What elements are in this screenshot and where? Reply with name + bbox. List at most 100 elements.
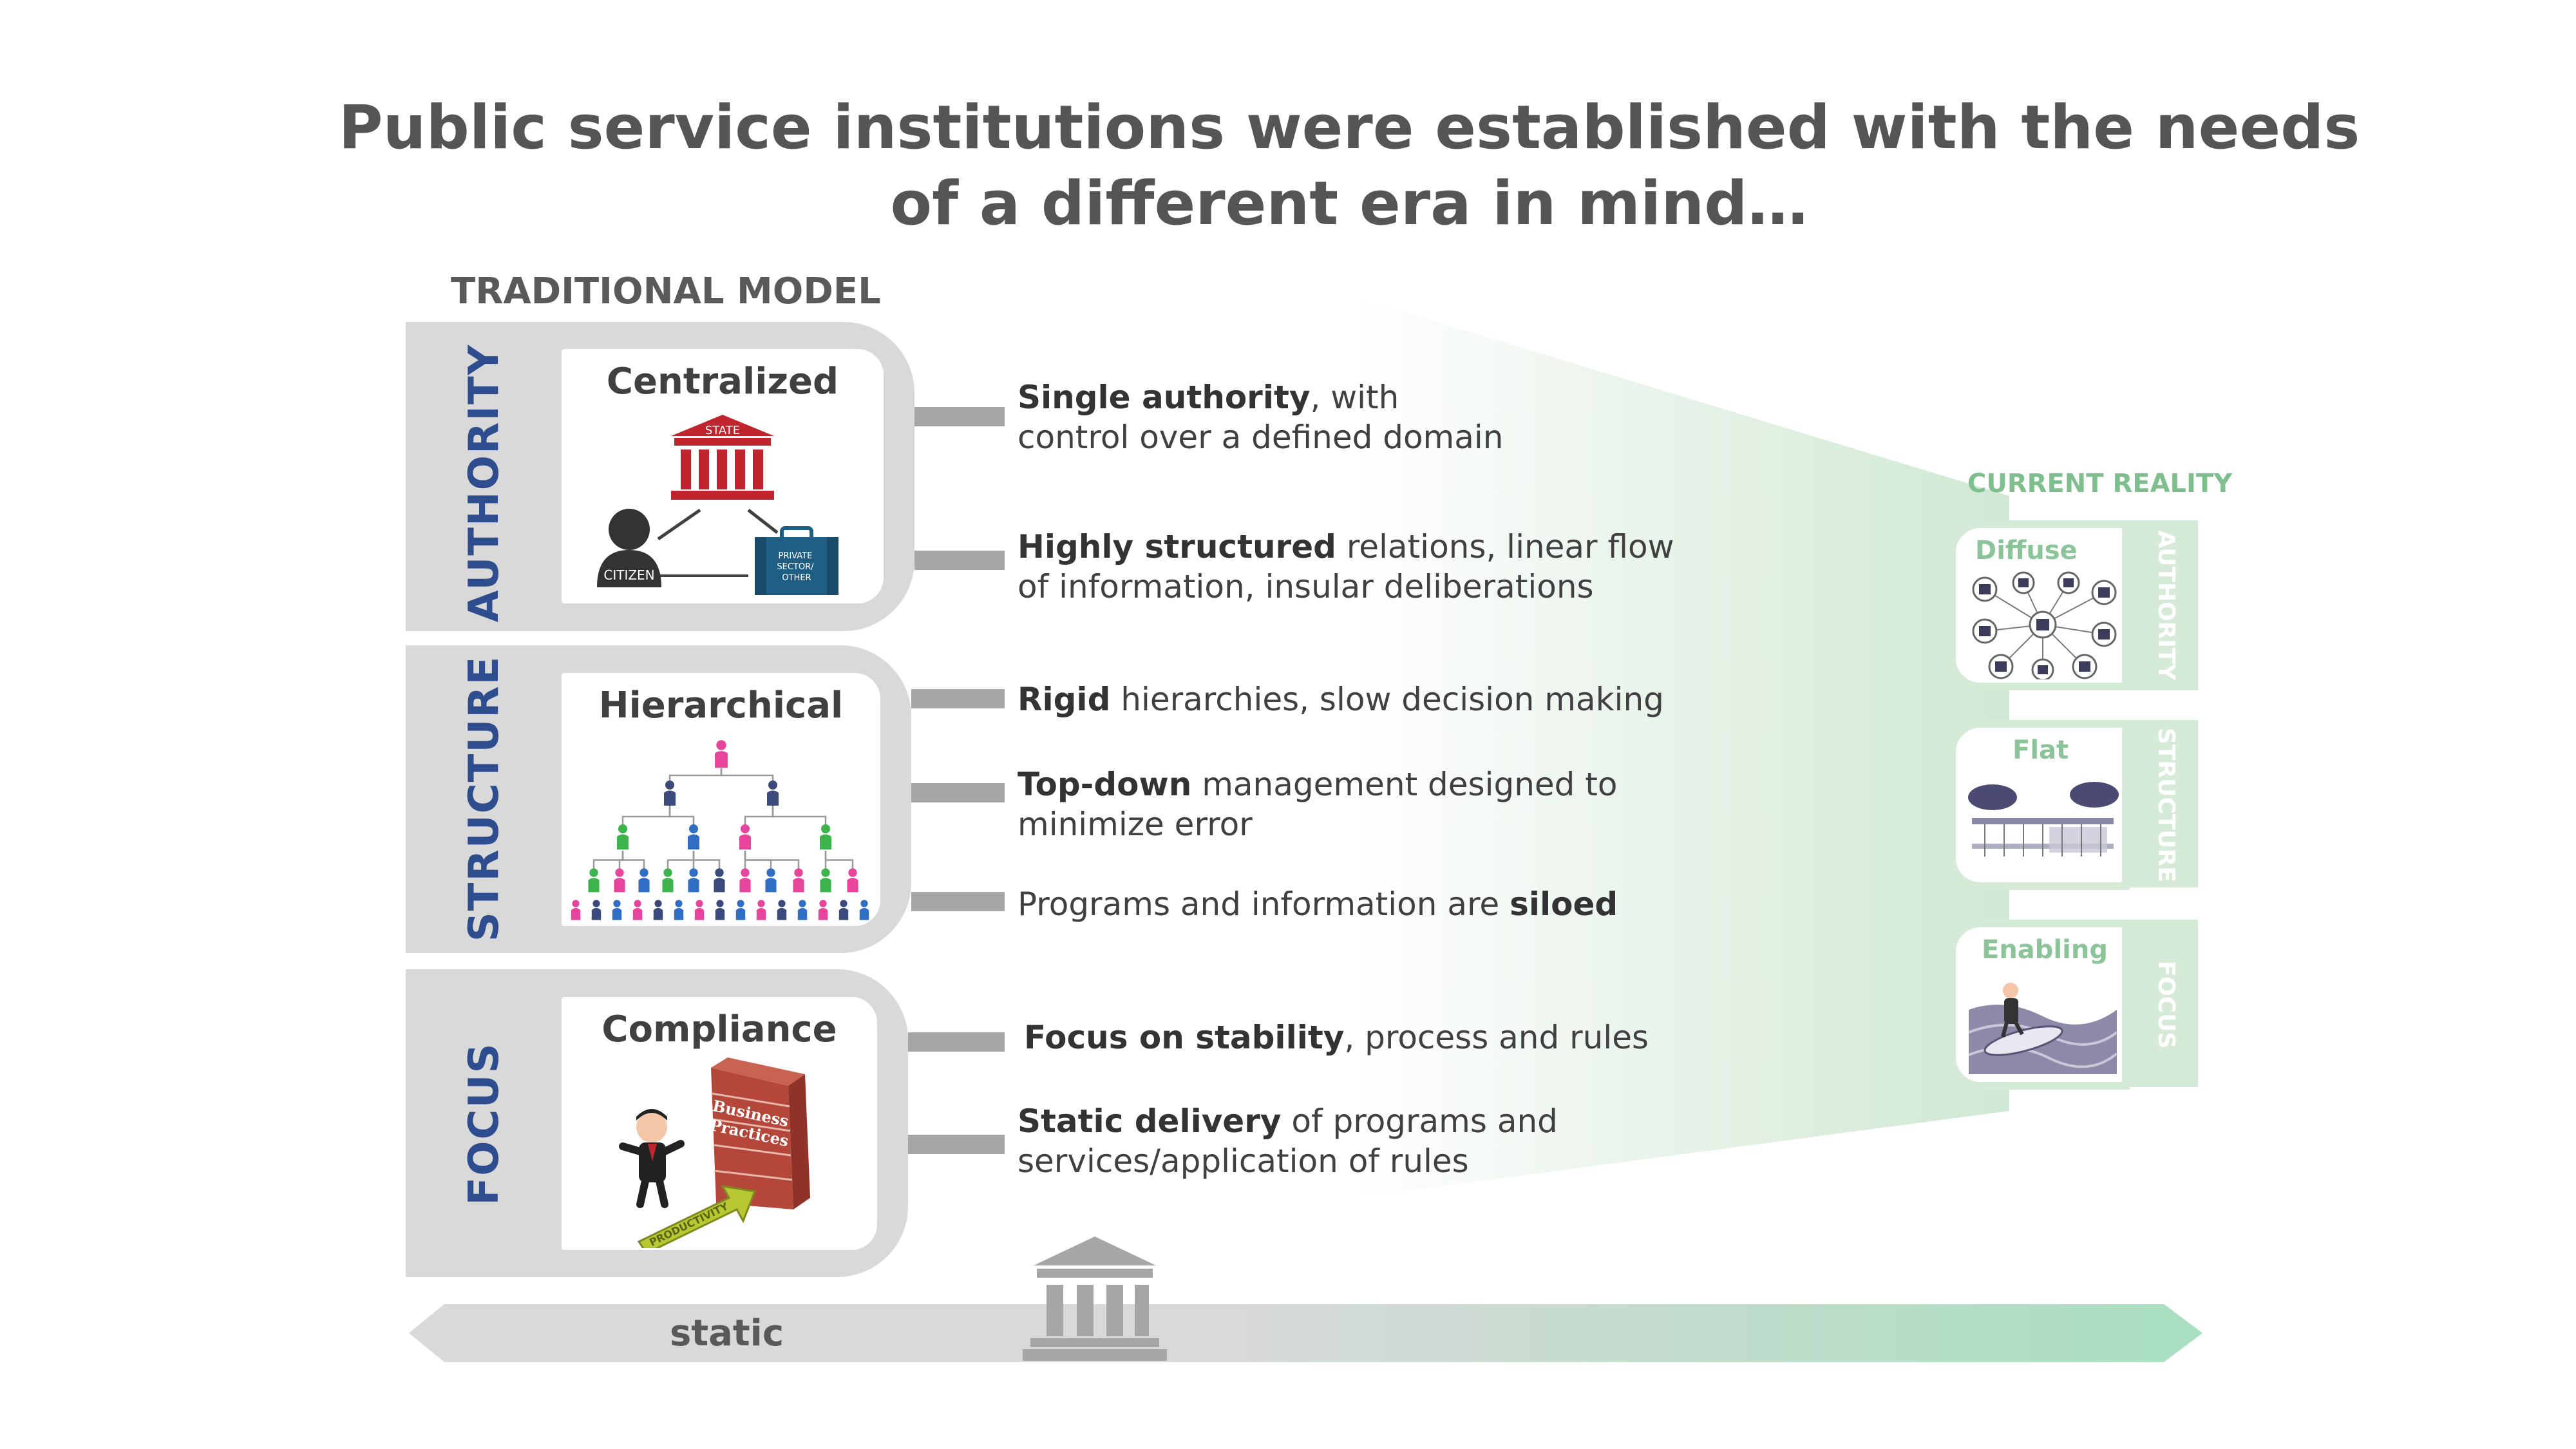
person-icon bbox=[739, 824, 751, 849]
focus-connector-2 bbox=[908, 1135, 1005, 1154]
focus-description-2-line2: services/application of rules bbox=[1018, 1142, 1469, 1180]
person-icon bbox=[612, 900, 622, 920]
enabling-title: Enabling bbox=[1982, 935, 2108, 965]
person-icon bbox=[756, 900, 766, 920]
org-connector bbox=[744, 806, 774, 828]
person-icon bbox=[662, 868, 674, 893]
person-icon bbox=[739, 868, 751, 893]
person-icon bbox=[688, 868, 699, 893]
structure-connector-2 bbox=[911, 783, 1005, 802]
authority-description-1: Single authority, with control over a de… bbox=[1018, 377, 1726, 457]
private-sector-label: PRIVATE SECTOR/ OTHER bbox=[777, 551, 816, 583]
authority-description-1-rest: , with bbox=[1310, 379, 1399, 416]
productivity-label: PRODUCTIVITY bbox=[647, 1200, 730, 1248]
static-label: static bbox=[670, 1312, 784, 1354]
org-connector bbox=[621, 806, 671, 828]
citizen-label: CITIZEN bbox=[603, 567, 654, 583]
centralized-title: Centralized bbox=[606, 361, 839, 402]
org-connector bbox=[744, 851, 800, 869]
structure-description-1: Rigid hierarchies, slow decision making bbox=[1018, 679, 1726, 719]
structure-description-2: Top-down management designed to minimize… bbox=[1018, 764, 1726, 844]
productivity-arrow-icon bbox=[637, 1185, 757, 1248]
person-icon bbox=[767, 781, 779, 806]
person-icon bbox=[688, 824, 699, 849]
person-icon bbox=[715, 900, 725, 920]
person-icon bbox=[664, 781, 676, 806]
org-connector bbox=[824, 851, 854, 869]
hierarchical-card: Hierarchical bbox=[562, 673, 880, 926]
compliance-card: Compliance Business Practices bbox=[562, 997, 877, 1250]
state-label: STATE bbox=[705, 424, 740, 437]
org-connector bbox=[668, 806, 695, 828]
diffuse-network-illustration bbox=[1972, 571, 2117, 679]
person-icon bbox=[638, 868, 650, 893]
traditional-model-label: TRADITIONAL MODEL bbox=[451, 270, 881, 312]
flat-category-label: STRUCTURE bbox=[2153, 728, 2179, 882]
authority-description-2-line2: of information, insular deliberations bbox=[1018, 568, 1594, 605]
person-icon bbox=[591, 900, 601, 920]
person-icon bbox=[588, 868, 600, 893]
enabling-card: Enabling bbox=[1948, 920, 2130, 1090]
flat-structure-illustration bbox=[1968, 782, 2119, 857]
person-icon bbox=[859, 900, 869, 920]
org-connector bbox=[692, 851, 721, 869]
focus-description-1-bold: Focus on stability bbox=[1024, 1019, 1345, 1056]
centralized-card: Centralized STATE CITIZEN bbox=[562, 349, 884, 603]
person-icon bbox=[765, 868, 777, 893]
org-connector bbox=[592, 851, 624, 869]
org-connector bbox=[772, 806, 827, 828]
focus-category-label: FOCUS bbox=[460, 1042, 508, 1206]
org-connector bbox=[720, 768, 774, 782]
focus-description-2: Static delivery of programs and services… bbox=[1018, 1101, 1726, 1181]
focus-description-2-bold: Static delivery bbox=[1018, 1103, 1282, 1140]
centralized-illustration: STATE CITIZEN PRIVATE SECTOR/ OTHER bbox=[597, 415, 838, 595]
authority-description-2-bold: Highly structured bbox=[1018, 528, 1336, 565]
diffuse-category-label: AUTHORITY bbox=[2153, 530, 2179, 681]
structure-description-2-bold: Top-down bbox=[1018, 766, 1192, 803]
authority-description-2-rest: relations, linear flow bbox=[1336, 528, 1674, 565]
institution-icon bbox=[1023, 1236, 1167, 1361]
current-reality-label: CURRENT REALITY bbox=[1967, 469, 2233, 498]
compliance-illustration: Business Practices PRODUCTIVITY bbox=[619, 1057, 810, 1248]
person-icon bbox=[715, 740, 728, 768]
org-connector bbox=[668, 768, 723, 782]
org-connector bbox=[667, 851, 695, 869]
private-sector-label-line3: OTHER bbox=[782, 573, 811, 583]
structure-connector-3 bbox=[911, 892, 1005, 911]
compliance-title: Compliance bbox=[601, 1009, 837, 1050]
authority-description-1-line2: control over a defined domain bbox=[1018, 419, 1504, 456]
person-icon bbox=[694, 900, 705, 920]
structure-description-3-prefix: Programs and information are bbox=[1018, 886, 1510, 923]
person-icon bbox=[714, 868, 725, 893]
person-icon bbox=[797, 900, 808, 920]
private-sector-label-line2: SECTOR/ bbox=[777, 562, 814, 572]
org-connector bbox=[621, 851, 645, 869]
state-building-icon bbox=[671, 415, 774, 500]
person-icon bbox=[847, 868, 858, 893]
focus-description-1-rest: , process and rules bbox=[1344, 1019, 1649, 1056]
person-icon bbox=[777, 900, 787, 920]
focus-description-2-rest: of programs and bbox=[1281, 1103, 1558, 1140]
hierarchical-title: Hierarchical bbox=[598, 685, 844, 726]
person-icon bbox=[735, 900, 746, 920]
structure-description-2-line2: minimize error bbox=[1018, 806, 1253, 843]
person-icon bbox=[571, 900, 581, 920]
flat-strip bbox=[2122, 720, 2198, 887]
focus-connector-1 bbox=[908, 1032, 1005, 1052]
structure-description-1-rest: hierarchies, slow decision making bbox=[1110, 681, 1664, 718]
page-title: Public service institutions were establi… bbox=[338, 93, 2360, 239]
enabling-strip bbox=[2122, 920, 2198, 1087]
person-icon bbox=[818, 900, 828, 920]
person-icon bbox=[674, 900, 684, 920]
brick-wall-icon bbox=[711, 1057, 810, 1209]
structure-description-3: Programs and information are siloed bbox=[1018, 884, 1726, 924]
person-icon bbox=[838, 900, 849, 920]
diffuse-card: Diffuse bbox=[1948, 520, 2130, 690]
enabling-illustration bbox=[1968, 983, 2118, 1074]
person-icon bbox=[820, 868, 831, 893]
authority-description-2: Highly structured relations, linear flow… bbox=[1018, 527, 1726, 607]
person-icon bbox=[614, 868, 625, 893]
fan-shape bbox=[1352, 296, 2009, 1198]
